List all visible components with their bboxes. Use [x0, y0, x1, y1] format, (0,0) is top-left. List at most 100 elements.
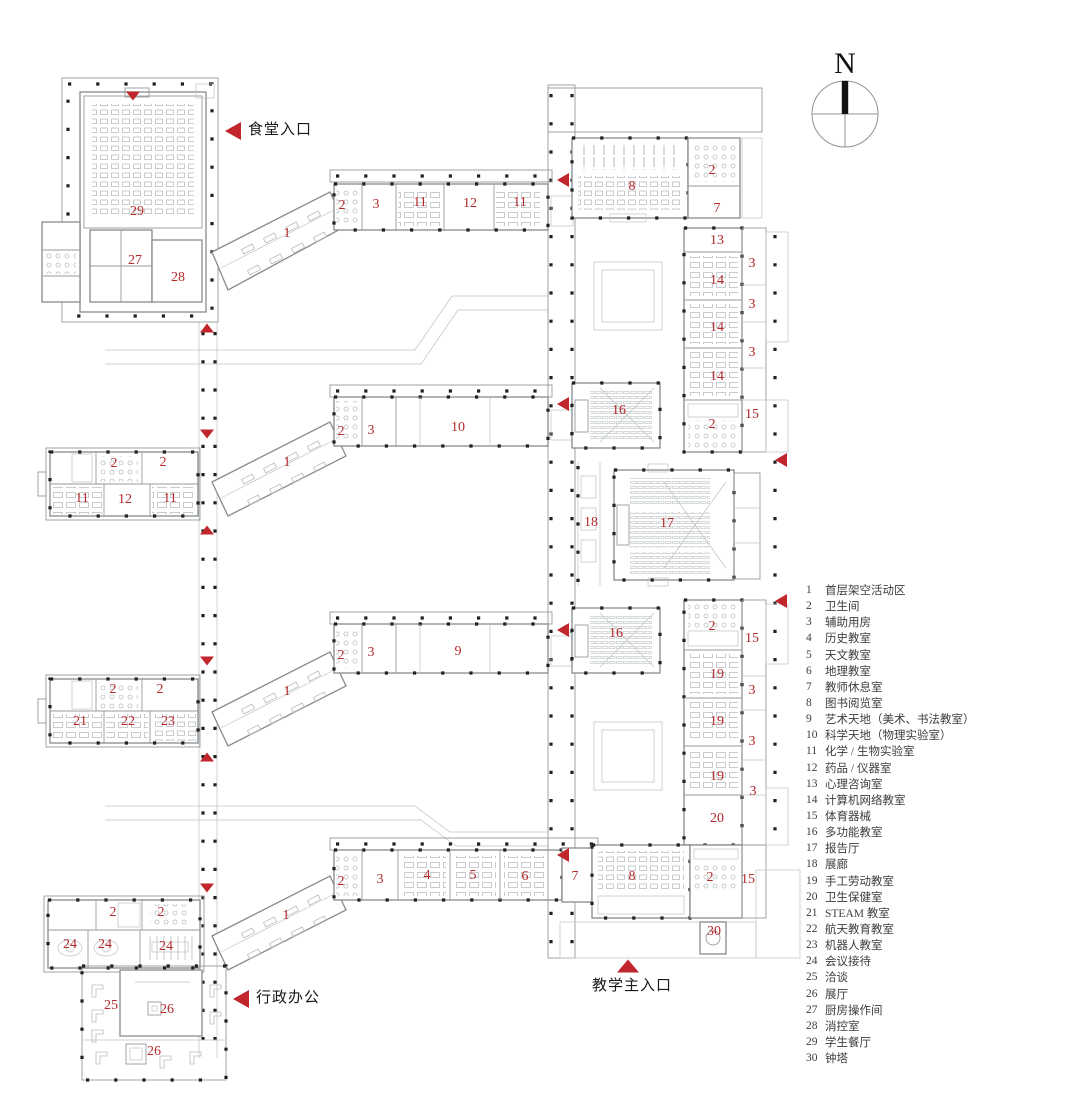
room-number-marker: 21 — [73, 714, 87, 729]
room-number-marker: 1 — [283, 455, 291, 470]
room-number-marker: 2 — [706, 870, 714, 885]
legend-item-label: 钟塔 — [825, 1053, 848, 1066]
diagonal-corridor-4 — [211, 875, 347, 971]
room-number-marker: 27 — [128, 253, 142, 268]
room-number-marker: 3 — [372, 197, 380, 212]
legend-item: 27 厨房操作间 — [806, 1002, 975, 1018]
legend-item-label: 机器人教室 — [825, 940, 883, 953]
ground-paths — [105, 295, 548, 847]
room-number-marker: 2 — [156, 682, 164, 697]
section-arrow-icon — [200, 525, 214, 535]
room-number-marker: 29 — [130, 204, 144, 219]
section-arrow-icon — [200, 323, 214, 333]
legend-item-number: 25 — [806, 971, 818, 984]
legend-item-number: 23 — [806, 939, 818, 952]
multi-function-room-2 — [570, 606, 662, 675]
legend-item-number: 7 — [806, 680, 812, 693]
clock-tower — [699, 921, 727, 955]
section-arrow-icon — [126, 91, 140, 101]
legend-item: 4 历史教室 — [806, 630, 975, 646]
room-number-marker: 3 — [376, 872, 384, 887]
legend-item-label: 展厅 — [825, 988, 848, 1001]
left-block-3 — [37, 674, 201, 748]
library-block — [547, 87, 763, 223]
room-number-marker: 24 — [63, 937, 77, 952]
legend-item-label: 图书阅览室 — [825, 698, 883, 711]
legend-item-number: 24 — [806, 955, 818, 968]
admin-office-entrance-arrow-icon — [233, 990, 249, 1008]
room-number-marker: 2 — [109, 905, 117, 920]
legend-item-label: 辅助用房 — [825, 617, 871, 630]
room-number-marker: 3 — [367, 423, 375, 438]
room-number-marker: 3 — [748, 297, 756, 312]
legend-item-number: 21 — [806, 906, 818, 919]
north-label: N — [834, 47, 856, 80]
exhibition-corridor — [576, 462, 601, 586]
legend-item-label: 航天教育教室 — [825, 924, 894, 937]
north-arrow-symbol — [811, 80, 879, 148]
legend-item-number: 20 — [806, 890, 818, 903]
legend-item-number: 12 — [806, 761, 818, 774]
legend-item-number: 17 — [806, 842, 818, 855]
room-number-marker: 2 — [337, 648, 345, 663]
section-arrow-icon — [200, 752, 214, 762]
legend-item-label: 科学天地（物理实验室） — [825, 730, 952, 743]
section-arrow-icon — [775, 453, 787, 467]
section-arrow-icon — [557, 397, 569, 411]
room-number-marker: 1 — [282, 908, 290, 923]
legend-item-label: 会议接待 — [825, 956, 871, 969]
legend-item-number: 15 — [806, 810, 818, 823]
legend-item-label: 历史教室 — [825, 633, 871, 646]
legend-item-label: 天文教室 — [825, 649, 871, 662]
section-arrow-icon — [200, 656, 214, 666]
legend-item-number: 27 — [806, 1003, 818, 1016]
legend-item-number: 22 — [806, 923, 818, 936]
legend-item-number: 4 — [806, 632, 812, 645]
room-number-marker: 15 — [745, 631, 759, 646]
legend-item: 24 会议接待 — [806, 953, 975, 969]
room-number-marker: 19 — [710, 714, 724, 729]
room-number-marker: 5 — [469, 868, 477, 883]
legend-item-number: 19 — [806, 874, 818, 887]
room-number-marker: 3 — [748, 345, 756, 360]
room-number-marker: 2 — [157, 905, 165, 920]
legend-item-label: 心理咨询室 — [825, 778, 883, 791]
room-number-marker: 15 — [745, 407, 759, 422]
room-number-marker: 14 — [710, 369, 724, 384]
room-number-marker: 24 — [159, 939, 173, 954]
diagonal-corridor-2 — [211, 421, 347, 517]
room-number-marker: 2 — [159, 455, 167, 470]
classroom-wing-2 — [329, 384, 553, 448]
legend-item-label: 地理教室 — [825, 665, 871, 678]
legend-item: 23 机器人教室 — [806, 937, 975, 953]
room-number-marker: 3 — [748, 683, 756, 698]
legend-item-label: 厨房操作间 — [825, 1004, 883, 1017]
legend-item-number: 5 — [806, 648, 812, 661]
canteen-entrance-label: 食堂入口 — [248, 122, 313, 138]
legend-item-label: 消控室 — [825, 1020, 860, 1033]
room-number-marker: 2 — [708, 163, 716, 178]
classroom-wing-1 — [329, 169, 553, 232]
room-number-marker: 10 — [451, 420, 465, 435]
room-number-marker: 9 — [454, 644, 462, 659]
room-number-marker: 11 — [163, 491, 177, 506]
room-number-marker: 16 — [609, 626, 623, 641]
legend-item-number: 14 — [806, 793, 818, 806]
legend-item-number: 9 — [806, 713, 812, 726]
canteen-entrance-arrow-icon — [225, 122, 241, 140]
